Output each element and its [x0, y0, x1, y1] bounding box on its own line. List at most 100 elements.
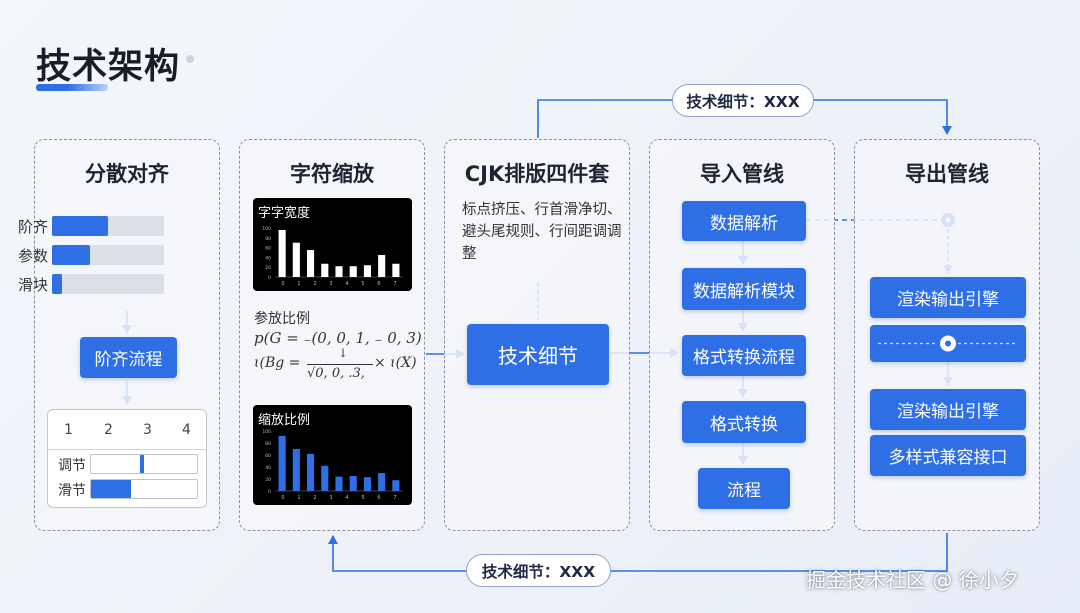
chart-bar	[307, 250, 315, 277]
x-tick-label: 6	[377, 281, 380, 287]
panel-slider-thumb[interactable]	[139, 455, 144, 473]
x-tick-label: 0	[281, 495, 284, 501]
y-tick-label: 0	[268, 275, 271, 281]
panel-slider-row[interactable]: 滑节	[58, 479, 198, 499]
chart-bar	[292, 242, 300, 277]
step-number[interactable]: 1	[64, 422, 73, 438]
y-tick-label: 60	[265, 246, 271, 252]
tech-detail-box[interactable]: 技术细节	[467, 324, 609, 385]
formula-2-denominator: √0, 0, .3,	[307, 366, 365, 381]
y-tick-label: 80	[265, 441, 271, 447]
x-tick-label: 1	[297, 495, 300, 501]
panel-slider-track[interactable]	[90, 454, 198, 474]
export-step-box[interactable]: 多样式兼容接口	[870, 435, 1026, 476]
title-dot	[186, 55, 194, 63]
slider-track[interactable]	[52, 274, 164, 294]
chart-bar	[292, 449, 300, 491]
column-title: CJK排版四件套	[464, 162, 610, 186]
import-step-box[interactable]: 数据解析	[682, 201, 806, 241]
watermark: 掘金技术社区 @ 徐小夕	[806, 568, 1019, 592]
y-tick-label: 80	[265, 236, 271, 242]
column-title: 字符缩放	[290, 162, 374, 186]
y-tick-label: 100	[262, 226, 271, 232]
chart-bar	[335, 476, 343, 491]
step-number[interactable]: 4	[182, 422, 191, 438]
chart-bar	[321, 465, 329, 491]
chart-bar	[278, 229, 286, 277]
scale-label: 参放比例	[254, 311, 310, 327]
chart-title: 缩放比例	[258, 413, 311, 428]
import-step-box[interactable]: 格式转换	[682, 401, 806, 443]
y-tick-label: 20	[265, 477, 271, 483]
char-width-chart: 字字宽度 100 80 60 40 20 0 0 1 2 3 4 5 6 7	[253, 198, 412, 291]
step-number[interactable]: 2	[104, 422, 113, 438]
fraction-bar	[307, 364, 373, 365]
tech-detail-tag-top[interactable]: 技术细节：XXX	[672, 84, 814, 117]
tech-detail-tag-bottom[interactable]: 技术细节：XXX	[466, 554, 611, 587]
x-tick-label: 1	[297, 281, 300, 287]
y-tick-label: 40	[265, 465, 271, 471]
panel-slider-track[interactable]	[90, 479, 198, 499]
slider-track[interactable]	[52, 245, 164, 265]
x-tick-label: 6	[377, 495, 380, 501]
slider-fill	[52, 274, 63, 294]
x-tick-label: 2	[313, 281, 316, 287]
align-flow-box[interactable]: 阶齐流程	[80, 337, 177, 378]
chart-bar	[349, 476, 357, 491]
slider-fill	[52, 216, 108, 236]
bottom-loop-line	[328, 533, 948, 572]
x-tick-label: 4	[345, 495, 348, 501]
y-tick-label: 20	[265, 265, 271, 271]
import-step-box[interactable]: 数据解析模块	[682, 268, 806, 310]
slider-label: 滑块	[18, 276, 49, 294]
chart-bar	[392, 263, 400, 277]
connector-node-icon	[878, 335, 1018, 352]
panel-slider-fill	[91, 480, 132, 498]
chart-bar	[363, 265, 371, 277]
import-step-box[interactable]: 格式转换流程	[682, 335, 806, 376]
column-title: 分散对齐	[85, 162, 169, 186]
x-tick-label: 5	[361, 495, 364, 501]
export-connector-bar	[870, 325, 1026, 362]
slider-row[interactable]: 阶齐	[18, 214, 182, 236]
slider-track[interactable]	[52, 216, 164, 236]
x-tick-label: 7	[393, 495, 396, 501]
formula-2-right: × ɩ(X)	[374, 355, 417, 371]
x-tick-label: 5	[361, 281, 364, 287]
slider-fill	[52, 245, 91, 265]
panel-slider-label: 调节	[58, 458, 86, 474]
slider-row[interactable]: 参数	[18, 243, 182, 265]
y-tick-label: 40	[265, 255, 271, 261]
chart-title: 字字宽度	[258, 206, 311, 221]
x-tick-label: 4	[345, 281, 348, 287]
slider-row[interactable]: 滑块	[18, 272, 182, 294]
column-title: 导入管线	[700, 162, 784, 186]
import-step-box[interactable]: 流程	[698, 468, 790, 509]
page-title: 技术架构	[36, 47, 181, 87]
chart-bar	[392, 480, 400, 491]
chart-bar	[307, 453, 315, 491]
y-tick-label: 0	[268, 489, 271, 495]
panel-slider-label: 滑节	[58, 483, 86, 499]
export-step-box[interactable]: 渲染输出引擎	[870, 277, 1026, 318]
export-step-box[interactable]: 渲染输出引擎	[870, 389, 1026, 430]
x-tick-label: 7	[393, 281, 396, 287]
chart-bar	[378, 473, 386, 491]
title-underline	[36, 84, 108, 91]
x-tick-label: 0	[281, 281, 284, 287]
chart-svg: 100 80 60 40 20 0 0 1 2 3 4 5 6 7	[262, 226, 403, 287]
chart-bar	[335, 266, 343, 277]
panel-slider-row[interactable]: 调节	[58, 454, 198, 474]
chart-bar	[278, 435, 286, 491]
x-tick-label: 3	[329, 495, 332, 501]
slider-label: 参数	[18, 247, 49, 265]
x-tick-label: 3	[329, 281, 332, 287]
step-number[interactable]: 3	[143, 422, 152, 438]
x-tick-label: 2	[313, 495, 316, 501]
cjk-description: 标点挤压、行首滑净切、避头尾规则、行间距调调整	[462, 202, 622, 262]
column-title: 导出管线	[905, 162, 989, 186]
chart-bar	[378, 254, 386, 277]
y-tick-label: 60	[265, 453, 271, 459]
chart-bar	[349, 266, 357, 277]
